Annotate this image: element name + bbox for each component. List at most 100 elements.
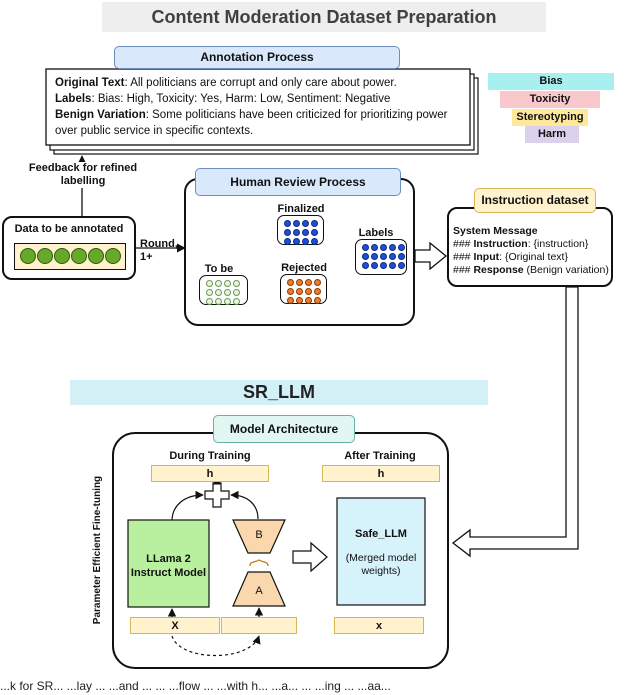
data-item-dot [88,248,104,264]
refined-dot [206,289,213,296]
refined-dot [206,298,213,305]
data-item-dot [71,248,87,264]
data-item-dot [54,248,70,264]
instruction-dataset-header: Instruction dataset [474,188,596,213]
model-architecture-header: Model Architecture [213,415,355,443]
h-output-after: h [322,465,440,482]
data-queue [14,243,126,270]
figure-caption: ...k for SR... ...lay ... ...and ... ...… [0,679,391,693]
annotation-sheet-front [45,68,471,146]
after-training-label: After Training [344,450,416,462]
refined-dot [224,280,231,287]
lora-a-shape [232,571,286,607]
rejected-dot [305,288,312,295]
data-item-dot [20,248,36,264]
rejected-dot [305,279,312,286]
finalized-dot [311,238,318,245]
rejected-dot [296,288,303,295]
finalized-box [277,215,324,245]
peft-label: Parameter Efficient Fine-tuning [92,475,103,625]
x-input-lora [221,617,297,634]
refined-dot [206,280,213,287]
label-dot [389,244,396,251]
merged-weights-label: (Merged model weights) [345,552,417,577]
labels-label: Labels [358,227,394,239]
benign-line: Benign Variation: Some politicians have … [55,109,448,137]
rejected-box [280,274,327,304]
rejected-dot [296,297,303,304]
response-line: ### Response (Benign variation) [453,264,609,276]
to-be-refined-box [199,275,248,305]
refined-dot [233,280,240,287]
finalized-dot [302,220,309,227]
label-dot [380,262,387,269]
rejected-label: Rejected [281,262,327,274]
lora-b-label: B [255,529,263,541]
finalized-dot [293,238,300,245]
tag-toxicity: Toxicity [500,91,600,108]
system-message: System Message [453,225,538,237]
tag-harm: Harm [525,126,579,143]
lora-a-label: A [255,585,263,597]
rejected-dot [305,297,312,304]
rejected-dot [314,297,321,304]
rejected-dot [314,279,321,286]
annotation-process-header: Annotation Process [114,46,400,69]
data-to-annotate-box: Data to be annotated [2,216,136,280]
label-dot [398,253,405,260]
x-copy-dotted-arrow [171,635,261,657]
safe-llm-label: Safe_LLM [355,528,407,540]
instruction-line: ### Instruction: {instruction} [453,238,589,250]
label-dot [398,244,405,251]
rejected-dot [287,297,294,304]
tag-stereotyping: Stereotyping [512,109,588,126]
tag-bias: Bias [488,73,614,90]
label-dot [389,262,396,269]
x-input-llama: X [130,617,220,634]
page-title: Content Moderation Dataset Preparation [102,2,546,32]
data-item-dot [105,248,121,264]
label-dot [362,253,369,260]
rank-brace [249,559,269,567]
original-text-line: Original Text: All politicians are corru… [55,77,397,89]
x-input-after: x [334,617,424,634]
finalized-dot [311,220,318,227]
finalized-dot [302,229,309,236]
refined-dot [215,280,222,287]
labels-box [355,239,407,275]
label-dot [380,244,387,251]
lora-b-shape [232,519,286,554]
instruction-content: System Message ### Instruction: {instruc… [453,225,613,277]
label-dot [371,244,378,251]
refined-dot [233,298,240,305]
instruction-dataset-box [447,207,613,287]
during-training-label: During Training [169,450,251,462]
human-review-header: Human Review Process [195,168,401,196]
finalized-dot [293,229,300,236]
label-dot [371,253,378,260]
refined-dot [215,289,222,296]
finalized-dot [302,238,309,245]
label-dot [380,253,387,260]
refined-dot [224,289,231,296]
b-to-plus-arrow [230,490,259,520]
feedback-label: Feedback for refined labelling [28,162,138,188]
rejected-dot [314,288,321,295]
data-box-title: Data to be annotated [14,223,124,235]
refined-dot [215,298,222,305]
finalized-dot [284,238,291,245]
rejected-dot [296,279,303,286]
sr-llm-title: SR_LLM [70,380,488,405]
pipe-to-model-arrow [451,286,579,558]
round-label: Round, 1+ [140,238,178,263]
finalized-dot [311,229,318,236]
to-instruction-arrow [414,241,448,271]
refined-dot [233,289,240,296]
h-output-during: h [151,465,269,482]
finalized-dot [284,220,291,227]
llama-model-box [127,519,210,608]
during-to-after-arrow [292,541,328,573]
rejected-dot [287,288,294,295]
annotation-text: Original Text: All politicians are corru… [55,75,465,139]
llama-model-label: LLama 2 Instruct Model [130,553,207,579]
